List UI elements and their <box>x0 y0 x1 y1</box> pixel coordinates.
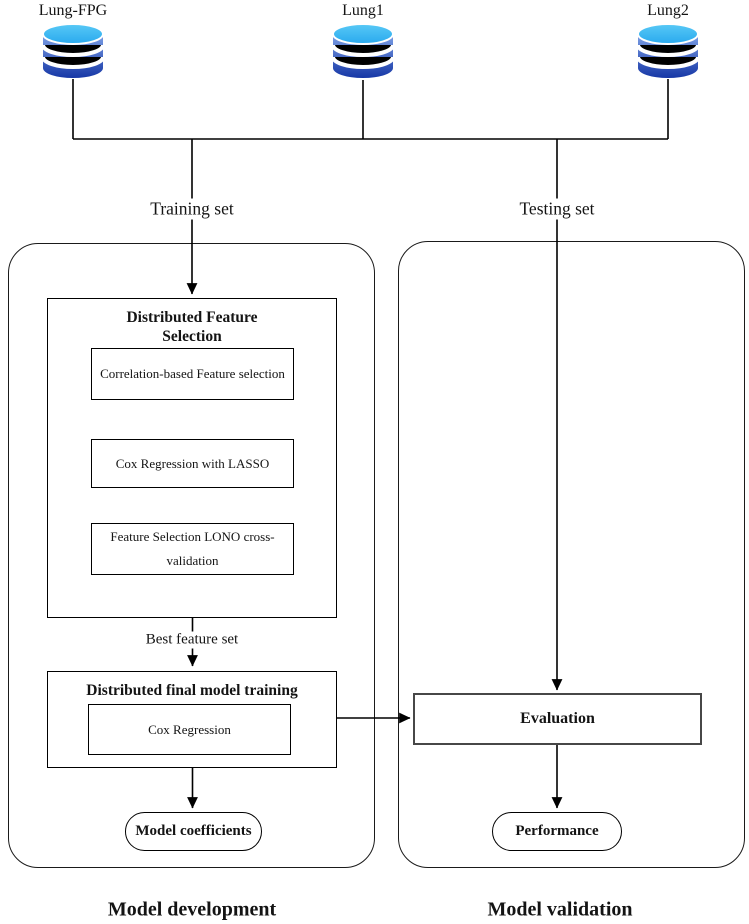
database-label-lung1: Lung1 <box>337 2 389 20</box>
performance-label: Performance <box>515 823 599 839</box>
final-model-training-title: Distributed final model training <box>86 682 298 699</box>
best-feature-set-label: Best feature set <box>140 631 244 649</box>
model-development-caption: Model development <box>107 898 277 921</box>
testing-set-label: Testing set <box>514 198 600 220</box>
cox-regression-node: Cox Regression <box>88 704 291 755</box>
cox-lasso-node: Cox Regression with LASSO <box>91 439 294 488</box>
database-icon <box>331 23 395 78</box>
database-label-lung-fpg: Lung-FPG <box>33 2 113 20</box>
training-set-label: Training set <box>145 198 239 220</box>
database-icon <box>41 23 105 78</box>
cox-lasso-label: Cox Regression with LASSO <box>115 455 270 471</box>
feature-selection-title: Distributed Feature Selection <box>126 309 258 345</box>
model-coefficients-label: Model coefficients <box>135 823 252 839</box>
performance-node: Performance <box>492 812 622 851</box>
evaluation-label: Evaluation <box>520 710 595 727</box>
database-icon <box>636 23 700 78</box>
correlation-feature-selection-label: Correlation-based Feature selection <box>100 366 285 381</box>
lono-cross-validation-node: Feature Selection LONO cross-validation <box>91 523 294 575</box>
cox-regression-label: Cox Regression <box>148 721 231 737</box>
correlation-feature-selection-node: Correlation-based Feature selection <box>91 348 294 400</box>
database-label-lung2: Lung2 <box>642 2 694 20</box>
model-validation-container <box>398 241 745 868</box>
model-coefficients-node: Model coefficients <box>125 812 262 851</box>
evaluation-node: Evaluation <box>413 693 702 745</box>
lono-cross-validation-label: Feature Selection LONO cross-validation <box>110 529 275 568</box>
model-validation-caption: Model validation <box>487 898 633 921</box>
